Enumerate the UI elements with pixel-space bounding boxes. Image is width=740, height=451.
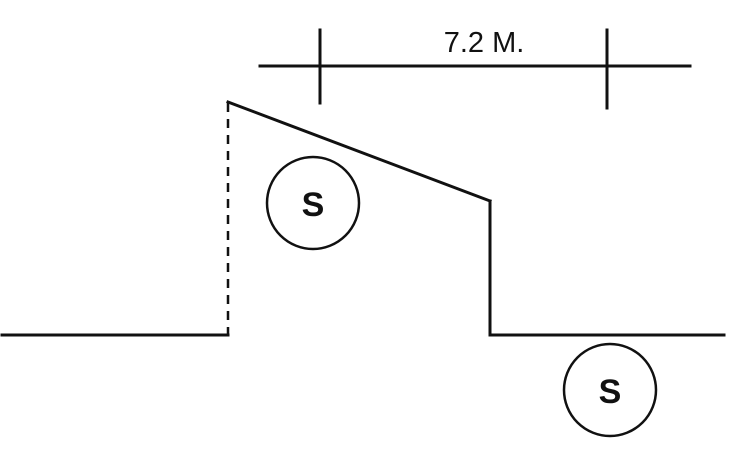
ground-profile bbox=[0, 100, 726, 337]
symbol-lower-circle bbox=[562, 342, 658, 438]
symbol-lower-label: S bbox=[599, 373, 622, 411]
symbol-lower: S bbox=[562, 342, 658, 438]
dimension-annotation: 7.2 M. bbox=[258, 27, 692, 110]
symbol-upper-label: S bbox=[302, 186, 325, 224]
symbol-upper-circle bbox=[265, 155, 361, 251]
dimension-label: 7.2 M. bbox=[444, 27, 525, 59]
symbol-upper: S bbox=[265, 155, 361, 251]
sloped-top-edge bbox=[226, 100, 492, 203]
